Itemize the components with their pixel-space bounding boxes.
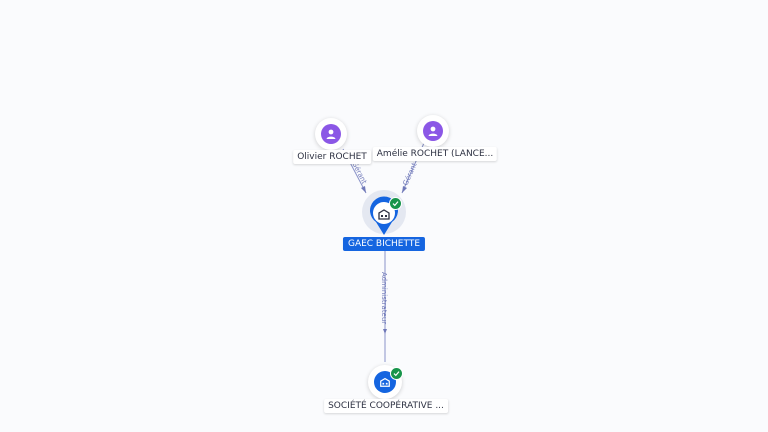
- node-label[interactable]: GAEC BICHETTE: [342, 237, 426, 251]
- building-icon: [377, 206, 391, 220]
- edge-olivier-arrow: [361, 186, 366, 193]
- person-icon: [423, 121, 443, 141]
- edge-amelie-arrow: [402, 186, 407, 193]
- verified-check-icon: [390, 367, 403, 380]
- node-label[interactable]: Amélie ROCHET (LANCE...: [372, 147, 498, 161]
- person-node-circle[interactable]: [417, 115, 449, 147]
- edge-label-gerant-2: Gérant: [402, 161, 419, 186]
- node-label[interactable]: Olivier ROCHET: [293, 150, 371, 164]
- edge-label-gerant-1: Gérant: [350, 160, 368, 185]
- person-icon: [321, 124, 341, 144]
- edge-cooperative-arrow: [383, 329, 387, 334]
- verified-check-icon: [389, 197, 402, 210]
- node-label[interactable]: SOCIÉTÉ COOPÉRATIVE ...: [324, 399, 448, 413]
- person-node-circle[interactable]: [315, 118, 347, 150]
- edge-label-administrateur: Administrateur: [380, 272, 388, 324]
